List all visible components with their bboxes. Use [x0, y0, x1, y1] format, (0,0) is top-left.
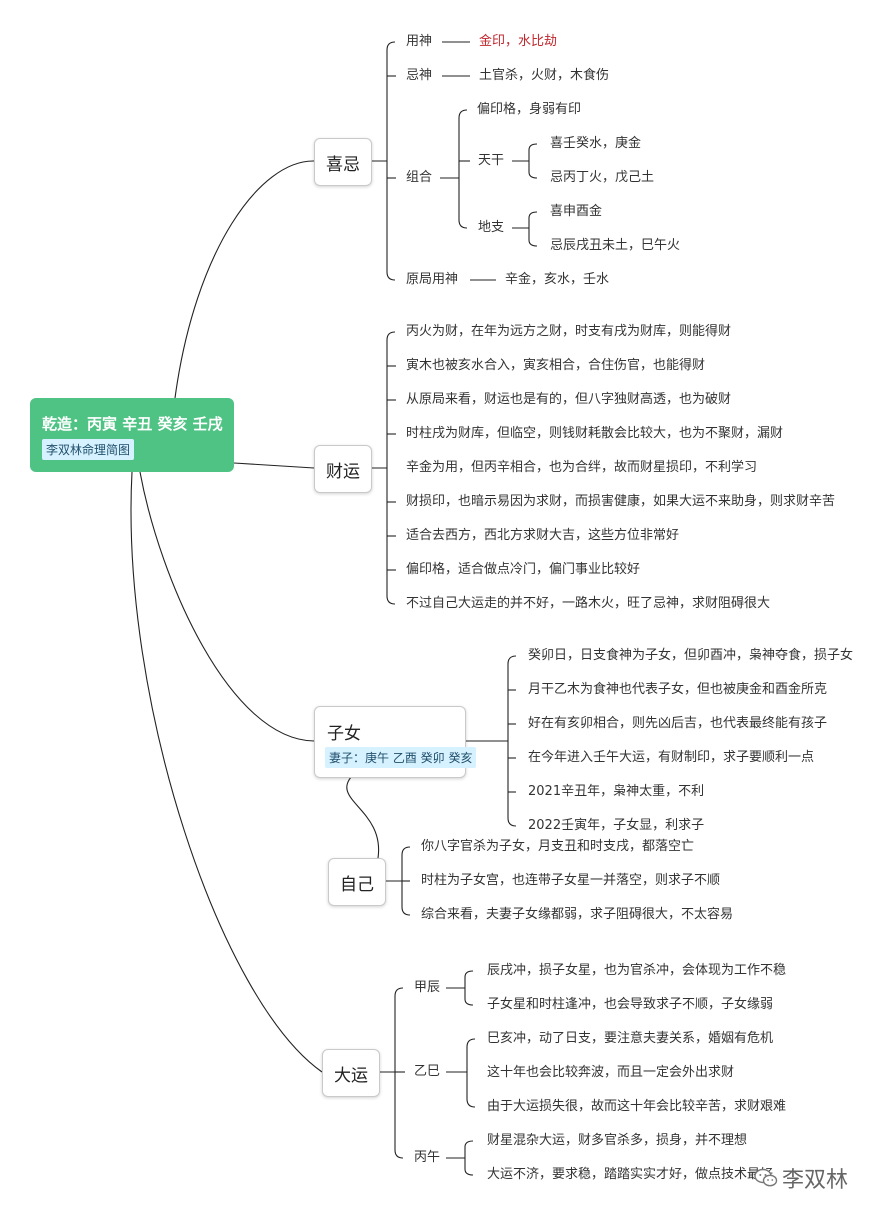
dizhi-item: 忌辰戌丑未土，巳午火	[550, 238, 681, 253]
caiyun-item: 不过自己大运走的并不好，一路木火，旺了忌神，求财阻碍很大	[406, 596, 771, 611]
jiachen-item: 辰戌冲，损子女星，也为官杀冲，会体现为工作不稳	[487, 963, 787, 978]
ziji-item: 你八字官杀为子女，月支丑和时支戌，都落空亡	[421, 839, 695, 854]
tiangan-item: 喜壬癸水，庚金	[550, 136, 642, 151]
value-geju: 偏印格，身弱有印	[477, 102, 582, 117]
label-bingwu: 丙午	[414, 1150, 441, 1165]
label-jishen: 忌神	[406, 68, 433, 83]
caiyun-item: 财损印，也暗示易因为求财，而损害健康，如果大运不来助身，则求财辛苦	[406, 494, 836, 509]
caiyun-item: 寅木也被亥水合入，寅亥相合，合住伤官，也能得财	[406, 358, 706, 373]
label-yuanju: 原局用神	[406, 272, 459, 287]
node-xiji[interactable]: 喜忌	[314, 138, 372, 186]
label-yisi: 乙巳	[414, 1064, 441, 1079]
zinv-item: 在今年进入壬午大运，有财制印，求子要顺利一点	[528, 750, 815, 765]
caiyun-item: 偏印格，适合做点冷门，偏门事业比较好	[406, 562, 641, 577]
wechat-icon	[754, 1168, 778, 1187]
value-yongshen: 金印，水比劫	[479, 34, 558, 49]
node-caiyun[interactable]: 财运	[314, 445, 372, 493]
root-title: 乾造：丙寅 辛丑 癸亥 壬戌	[42, 415, 223, 433]
caiyun-item: 丙火为财，在年为远方之财，时支有戌为财库，则能得财	[406, 324, 732, 339]
tiangan-item: 忌丙丁火，戊己土	[550, 170, 655, 185]
zinv-tag: 妻子：庚午 乙酉 癸卯 癸亥	[325, 747, 477, 768]
yisi-item: 巳亥冲，动了日支，要注意夫妻关系，婚姻有危机	[487, 1031, 774, 1046]
caiyun-item: 从原局来看，财运也是有的，但八字独财高透，也为破财	[406, 392, 732, 407]
bingwu-item: 大运不济，要求稳，踏踏实实才好，做点技术最好	[487, 1167, 774, 1182]
zinv-item: 2022壬寅年，子女显，利求子	[528, 818, 705, 833]
root-node[interactable]: 乾造：丙寅 辛丑 癸亥 壬戌 李双林命理简图	[30, 398, 234, 472]
value-jishen: 土官杀，火财，木食伤	[479, 68, 610, 83]
label-yongshen: 用神	[406, 34, 433, 49]
yisi-item: 由于大运损失很，故而这十年会比较辛苦，求财艰难	[487, 1099, 787, 1114]
zinv-item: 癸卯日，日支食神为子女，但卯酉冲，枭神夺食，损子女	[528, 648, 854, 663]
caiyun-item: 时柱戌为财库，但临空，则钱财耗散会比较大，也为不聚财，漏财	[406, 426, 784, 441]
zinv-item: 月干乙木为食神也代表子女，但也被庚金和酉金所克	[528, 682, 828, 697]
node-dayun[interactable]: 大运	[322, 1049, 380, 1097]
jiachen-item: 子女星和时柱逢冲，也会导致求子不顺，子女缘弱	[487, 997, 774, 1012]
ziji-item: 时柱为子女宫，也连带子女星一并落空，则求子不顺	[421, 873, 721, 888]
label-dizhi: 地支	[478, 220, 505, 235]
zinv-title: 子女	[327, 724, 361, 744]
zinv-item: 2021辛丑年，枭神太重，不利	[528, 784, 705, 799]
label-zuhe: 组合	[406, 170, 433, 185]
caiyun-item: 适合去西方，西北方求财大吉，这些方位非常好	[406, 528, 680, 543]
label-tiangan: 天干	[478, 153, 505, 168]
watermark-text: 李双林	[782, 1168, 849, 1193]
root-tag: 李双林命理简图	[42, 439, 135, 460]
value-yuanju: 辛金，亥水，壬水	[505, 272, 610, 287]
node-zinv[interactable]: 子女 妻子：庚午 乙酉 癸卯 癸亥	[314, 706, 477, 778]
label-jiachen: 甲辰	[414, 980, 441, 995]
dizhi-item: 喜申酉金	[550, 204, 603, 219]
zinv-item: 好在有亥卯相合，则先凶后吉，也代表最终能有孩子	[528, 716, 828, 731]
bingwu-item: 财星混杂大运，财多官杀多，损身，并不理想	[487, 1133, 748, 1148]
ziji-item: 综合来看，夫妻子女缘都弱，求子阻碍很大，不太容易	[421, 907, 734, 922]
node-ziji[interactable]: 自己	[328, 858, 386, 906]
yisi-item: 这十年也会比较奔波，而且一定会外出求财	[487, 1065, 735, 1080]
caiyun-item: 辛金为用，但丙辛相合，也为合绊，故而财星损印，不利学习	[406, 460, 758, 475]
